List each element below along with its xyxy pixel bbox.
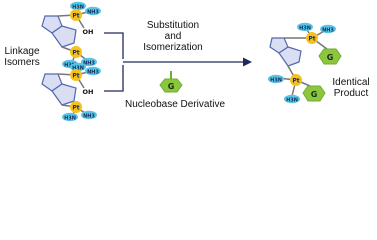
purine-ring-product [269,37,302,67]
ligand-nh3-lower-1: H3N [70,62,86,72]
ligand-nh3-lower-2: NH3 [85,66,101,76]
purine-ring-upper [41,15,77,48]
linkage-isomers-line-1: Linkage [4,46,40,57]
svg-text:H3N: H3N [64,63,76,69]
svg-text:Pt: Pt [292,78,299,85]
svg-text:Pt: Pt [72,73,79,80]
svg-text:H3N: H3N [72,66,84,72]
svg-text:NH3: NH3 [83,61,95,67]
arrow-upper-isomer [104,32,124,59]
linkage-isomers-label: Linkage Isomers [0,46,44,68]
svg-text:G: G [327,53,334,62]
ligand-nh3-upper-4: NH3 [81,57,97,67]
arrow-lower-isomer [104,65,124,92]
ligand-nh3-product-4: H3N [284,94,300,104]
svg-text:Pt: Pt [72,105,79,112]
linkage-isomer-lower: H3N NH3 Pt OH Pt H3N NH3 [41,62,101,122]
ligand-nh3-product-2: NH3 [320,24,336,34]
platinum-atom-product-1: Pt [306,32,318,44]
substitution-line-1: Substitution [146,20,200,31]
svg-text:Pt: Pt [72,13,79,20]
ligand-nh3-lower-4: NH3 [81,110,97,120]
ligand-nh3-lower-3: H3N [62,112,78,122]
platinum-atom-lower-2: Pt [70,101,82,113]
ligand-nh3-product-1: H3N [297,22,313,32]
identical-product-line-2: Product [333,88,369,99]
substitution-line-3: Isomerization [143,42,203,53]
reaction-arrows [104,32,252,92]
identical-product: H3N NH3 Pt G H3N Pt [268,22,342,104]
substitution-isomerization-label: Substitution and Isomerization [127,20,219,53]
ligand-nh3-product-3: H3N [268,74,284,84]
svg-text:G: G [311,90,318,99]
svg-text:H3N: H3N [286,98,298,104]
platinum-atom-upper-2: Pt [70,46,82,58]
reaction-scheme: H3N NH3 Pt OH Pt H3N NH3 [41,1,342,122]
linkage-isomer-upper: H3N NH3 Pt OH Pt H3N NH3 [41,1,101,69]
platinum-atom-upper-1: Pt [70,9,82,21]
nucleobase-derivative-label: Nucleobase Derivative [124,99,226,110]
svg-text:H3N: H3N [270,78,282,84]
ligand-nh3-upper-1: H3N [70,1,86,11]
hydroxide-lower: OH [83,88,94,96]
svg-text:NH3: NH3 [87,70,99,76]
svg-text:NH3: NH3 [87,10,99,16]
diagram-canvas: H3N NH3 Pt OH Pt H3N NH3 [0,1,376,122]
identical-product-line-1: Identical [332,77,370,88]
purine-ring-lower [41,73,77,106]
svg-text:NH3: NH3 [83,114,95,120]
hydroxide-upper: OH [83,28,94,36]
svg-text:H3N: H3N [72,5,84,11]
platinum-atom-lower-1: Pt [70,69,82,81]
linkage-isomers-line-2: Isomers [4,57,40,68]
platinum-atom-product-2: Pt [290,74,302,86]
nucleobase-derivative-icon: G [159,71,183,93]
substitution-line-2: and [164,31,182,42]
svg-text:Pt: Pt [308,36,315,43]
nucleobase-product-2: G [302,85,326,102]
arrow-main-head [243,57,252,67]
ligand-nh3-upper-2: NH3 [85,6,101,16]
nucleobase-product-1: G [318,48,342,65]
identical-product-label: Identical Product [326,77,376,99]
svg-text:G: G [168,82,175,91]
svg-text:NH3: NH3 [322,28,334,34]
svg-text:Pt: Pt [72,50,79,57]
svg-text:H3N: H3N [64,116,76,122]
svg-text:H3N: H3N [299,26,311,32]
